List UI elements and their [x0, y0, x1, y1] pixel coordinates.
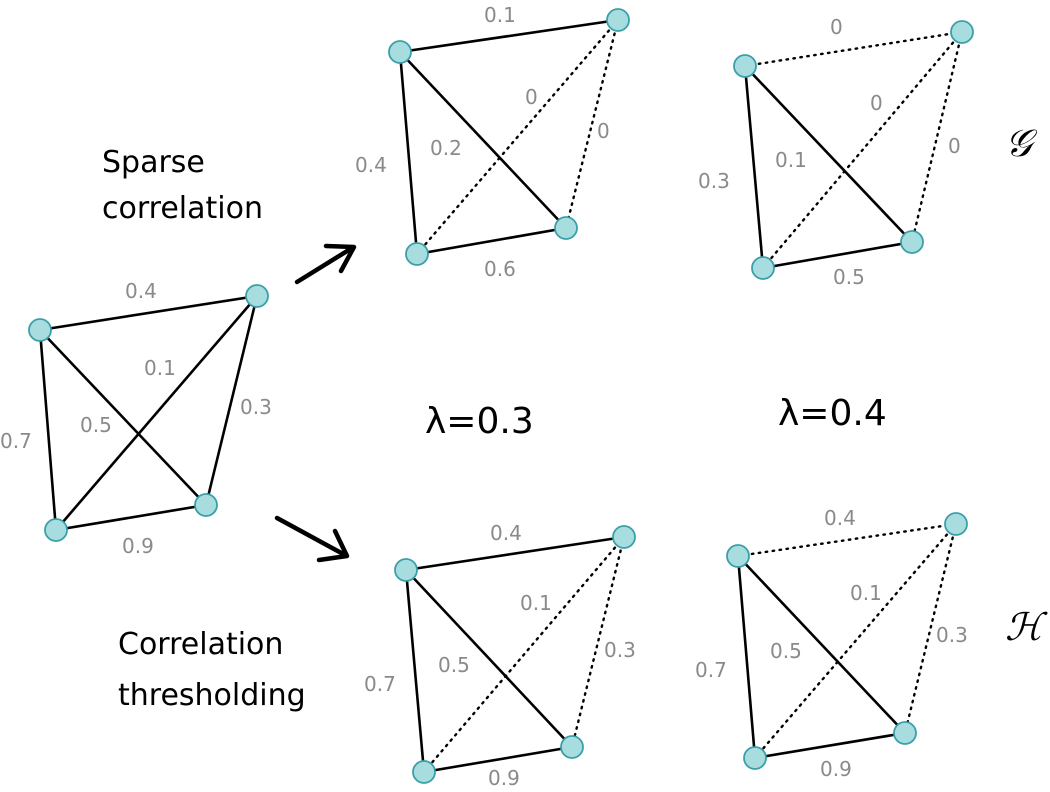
- edge-weight-label: 0.3: [698, 169, 730, 193]
- node-bottom-left: [405, 242, 429, 266]
- node-top-left: [388, 40, 412, 64]
- edge-top-left-to-bottom-left: [404, 569, 426, 773]
- caption-sparse-line1: Sparse: [102, 145, 205, 180]
- edge-top-right-to-bottom-left: [761, 30, 964, 270]
- row-label-g: 𝒢: [1005, 121, 1038, 165]
- node-top-right: [612, 525, 636, 549]
- edge-weight-label: 0.1: [775, 148, 807, 172]
- edge-weight-label: 0.2: [430, 136, 462, 160]
- edge-weight-label: 0: [870, 91, 883, 115]
- edge-weight-label: 0.3: [936, 623, 968, 647]
- node-bottom-left: [751, 256, 775, 280]
- edge-weight-label: 0.1: [484, 3, 516, 27]
- node-top-right: [950, 20, 974, 44]
- edge-top-right-to-bottom-left: [55, 295, 258, 531]
- edge-top-left-to-top-right: [736, 522, 958, 558]
- edge-top-left-to-bottom-right: [744, 65, 913, 243]
- edge-weight-label: 0.7: [695, 658, 727, 682]
- caption-sparse-line2: correlation: [102, 191, 263, 226]
- node-top-left: [726, 544, 750, 568]
- edge-bottom-left-to-bottom-right: [423, 745, 573, 774]
- node-top-right: [944, 512, 968, 536]
- arrow-to-threshold: [274, 515, 350, 563]
- node-top-left: [733, 54, 757, 78]
- edge-weight-label: 0.3: [604, 638, 636, 662]
- edge-weight-label: 0.7: [364, 672, 396, 696]
- edge-bottom-left-to-bottom-right: [754, 731, 906, 760]
- edge-top-right-to-bottom-right: [903, 522, 958, 735]
- graph-threshold-lambda-0-3: 0.4 0.7 0.3 0.9 0.5 0.1: [364, 521, 636, 790]
- edge-weight-label: 0.1: [144, 356, 176, 380]
- graph-sparse-lambda-0-3: 0.1 0.4 0 0.6 0.2 0: [355, 3, 630, 281]
- node-top-left: [28, 318, 52, 342]
- row-label-h: ℋ: [1005, 605, 1048, 649]
- edge-weight-label: 0: [525, 85, 538, 109]
- edge-weight-label: 0.4: [824, 506, 856, 530]
- graph-original: 0.4 0.7 0.3 0.9 0.5 0.1: [0, 279, 272, 558]
- node-bottom-left: [412, 760, 436, 784]
- edge-weight-label: 0: [597, 119, 610, 143]
- edge-bottom-left-to-bottom-right: [416, 226, 567, 256]
- edge-top-right-to-bottom-right: [570, 535, 626, 749]
- arrow-to-sparse: [294, 243, 357, 285]
- edge-top-right-to-bottom-left: [415, 18, 620, 256]
- edge-top-left-to-bottom-left: [398, 51, 419, 255]
- lambda-label-first: λ=0.3: [425, 401, 534, 442]
- edge-bottom-left-to-bottom-right: [55, 503, 207, 532]
- edge-weight-label: 0.9: [820, 757, 852, 781]
- edge-weight-label: 0.1: [520, 591, 552, 615]
- edge-weight-label: 0.9: [122, 534, 154, 558]
- edge-top-right-to-bottom-right: [204, 295, 259, 506]
- edge-top-right-to-bottom-left: [422, 535, 626, 774]
- node-bottom-right: [554, 216, 578, 240]
- edge-top-left-to-top-right: [399, 18, 619, 54]
- caption-threshold-line1: Correlation: [118, 627, 283, 662]
- edge-weight-label: 0.5: [438, 653, 470, 677]
- edge-weight-label: 0.5: [833, 265, 865, 289]
- graph-sparse-lambda-0-4: 0 0.3 0 0.5 0.1 0: [698, 15, 974, 289]
- edge-top-right-to-bottom-right: [910, 30, 964, 244]
- edge-weight-label: 0.5: [80, 413, 112, 437]
- node-bottom-left: [44, 518, 68, 542]
- lambda-label-second: λ=0.4: [778, 393, 887, 434]
- node-bottom-left: [743, 746, 767, 770]
- edge-weight-label: 0.5: [770, 639, 802, 663]
- edge-weight-label: 0.9: [488, 766, 520, 790]
- graph-threshold-lambda-0-4: 0.4 0.7 0.3 0.9 0.5 0.1: [695, 506, 968, 781]
- node-bottom-right: [900, 230, 924, 254]
- node-bottom-right: [893, 721, 917, 745]
- caption-threshold-line2: thresholding: [118, 678, 306, 713]
- edge-weight-label: 0.4: [125, 279, 157, 303]
- node-top-right: [606, 8, 630, 32]
- edge-top-right-to-bottom-left: [753, 522, 958, 760]
- edge-weight-label: 0.7: [0, 429, 32, 453]
- edge-top-right-to-bottom-right: [564, 18, 620, 230]
- edge-top-left-to-bottom-left: [743, 65, 765, 269]
- edge-weight-label: 0.1: [850, 581, 882, 605]
- edge-weight-label: 0: [948, 134, 961, 158]
- edge-top-left-to-bottom-right: [39, 329, 207, 506]
- node-top-right: [245, 284, 269, 308]
- edge-top-left-to-bottom-right: [399, 51, 567, 229]
- edge-weight-label: 0: [830, 15, 843, 39]
- edge-top-left-to-bottom-left: [736, 555, 757, 759]
- node-top-left: [394, 558, 418, 582]
- edge-top-left-to-bottom-right: [737, 555, 906, 734]
- edge-weight-label: 0.4: [355, 153, 387, 177]
- node-bottom-right: [194, 493, 218, 517]
- edge-top-left-to-top-right: [743, 30, 964, 68]
- edge-weight-label: 0.6: [484, 257, 516, 281]
- edge-top-left-to-top-right: [405, 535, 625, 572]
- edge-weight-label: 0.3: [240, 395, 272, 419]
- node-bottom-right: [560, 735, 584, 759]
- edge-top-left-to-top-right: [39, 294, 258, 332]
- edge-weight-label: 0.4: [490, 521, 522, 545]
- edge-top-left-to-bottom-right: [405, 569, 573, 748]
- edge-bottom-left-to-bottom-right: [762, 240, 913, 270]
- edge-top-left-to-bottom-left: [38, 329, 58, 531]
